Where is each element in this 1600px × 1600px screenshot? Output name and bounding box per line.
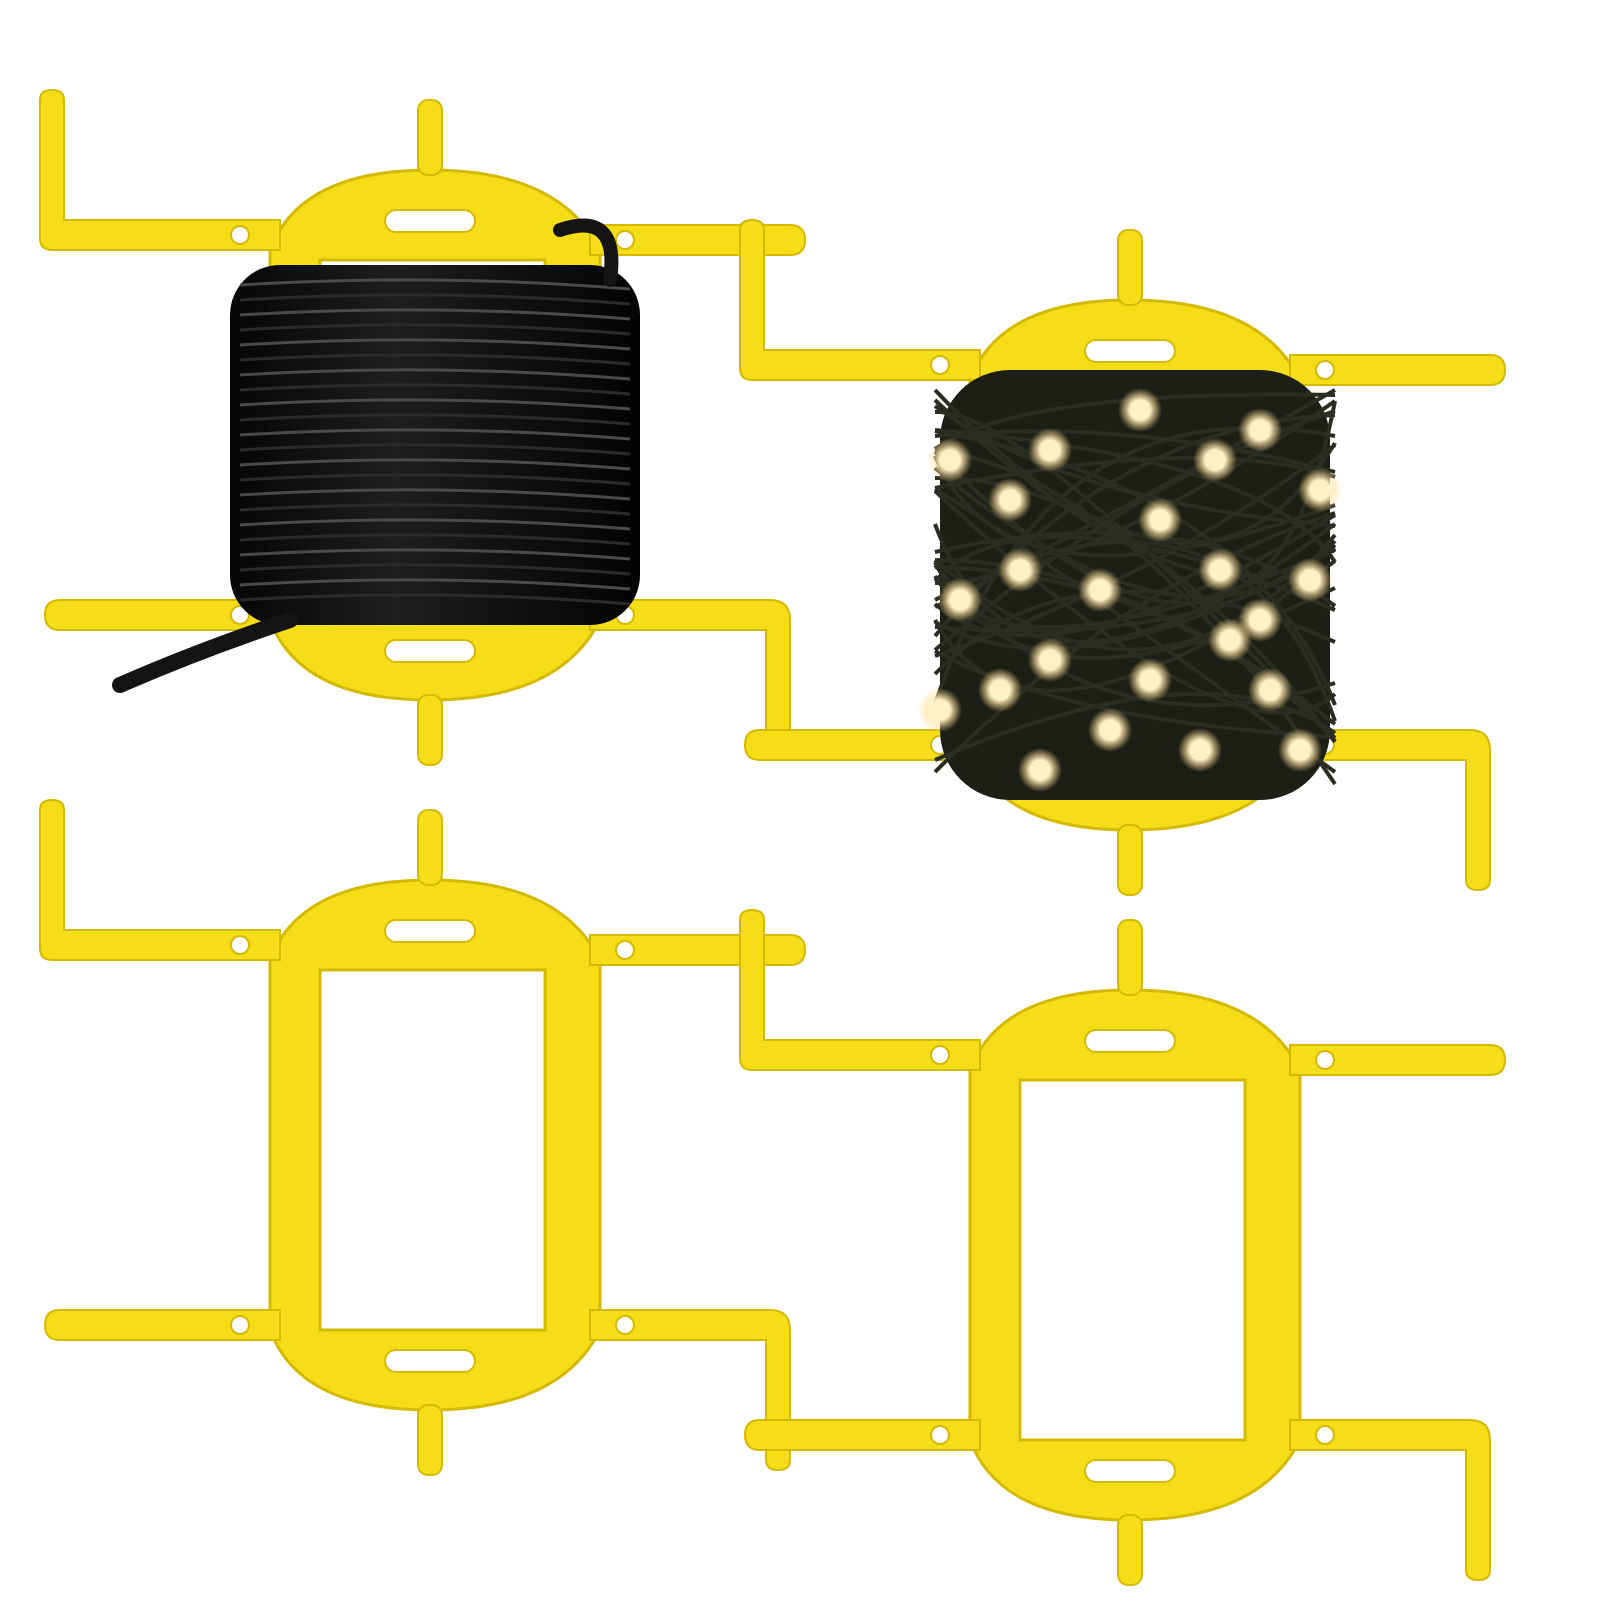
light-wire bbox=[934, 409, 1337, 743]
cable-loop bbox=[239, 503, 631, 516]
cable-loop bbox=[239, 533, 631, 546]
bulb bbox=[1261, 681, 1279, 699]
bulb bbox=[1211, 561, 1229, 579]
bulb bbox=[1251, 421, 1269, 439]
cable-loop bbox=[239, 383, 631, 396]
bulb bbox=[1151, 511, 1169, 529]
bulb bbox=[1101, 721, 1119, 739]
bulb bbox=[951, 591, 969, 609]
bulb bbox=[1311, 481, 1329, 499]
light-wire bbox=[933, 487, 1337, 774]
cable-coil-icon bbox=[112, 218, 640, 693]
bulb bbox=[1251, 611, 1269, 629]
cable-loop bbox=[239, 548, 631, 561]
bulb bbox=[1131, 401, 1149, 419]
light-wire bbox=[934, 455, 1336, 490]
cable-loop bbox=[239, 398, 631, 411]
light-wire bbox=[934, 429, 1336, 474]
bulb bbox=[1291, 741, 1309, 759]
light-wire bbox=[933, 533, 1337, 652]
bulb bbox=[1031, 761, 1049, 779]
cable-loop bbox=[239, 488, 631, 501]
light-wire bbox=[933, 455, 1336, 558]
light-wire bbox=[933, 392, 1336, 451]
cable-loop bbox=[239, 518, 631, 531]
cable-loop bbox=[239, 443, 631, 456]
cable-loop bbox=[239, 473, 631, 486]
bulb bbox=[1221, 631, 1239, 649]
light-wire bbox=[933, 388, 1337, 545]
cable-loop bbox=[239, 458, 631, 471]
bulb bbox=[1041, 441, 1059, 459]
cable-loop bbox=[239, 278, 631, 291]
bulb bbox=[1011, 561, 1029, 579]
light-wire bbox=[933, 511, 1336, 774]
cable-loop bbox=[239, 368, 631, 381]
cable-loop bbox=[239, 563, 631, 576]
bulb bbox=[1041, 651, 1059, 669]
bulb bbox=[1191, 741, 1209, 759]
cable-loop bbox=[239, 308, 631, 321]
winder-with-lights bbox=[738, 218, 1507, 897]
bulb bbox=[941, 451, 959, 469]
bulb bbox=[1141, 671, 1159, 689]
fairy-lights-icon bbox=[918, 370, 1342, 800]
light-wire bbox=[933, 404, 1336, 528]
bulb bbox=[1301, 571, 1319, 589]
cable-loop bbox=[239, 293, 631, 306]
cable-loop bbox=[239, 578, 631, 591]
bulb bbox=[1206, 451, 1224, 469]
light-wire bbox=[934, 691, 1337, 762]
cable-loop bbox=[239, 353, 631, 366]
cable-loop bbox=[239, 593, 631, 606]
cable-loop bbox=[239, 323, 631, 336]
winder-with-cable bbox=[38, 88, 807, 767]
bulb bbox=[1001, 491, 1019, 509]
cable-loop bbox=[239, 413, 631, 426]
bulb bbox=[991, 681, 1009, 699]
bulb bbox=[931, 701, 949, 719]
bulb bbox=[1091, 581, 1109, 599]
cable-loop bbox=[239, 338, 631, 351]
cable-loop bbox=[239, 428, 631, 441]
light-wire bbox=[934, 429, 1337, 706]
light-wire bbox=[934, 649, 1336, 739]
